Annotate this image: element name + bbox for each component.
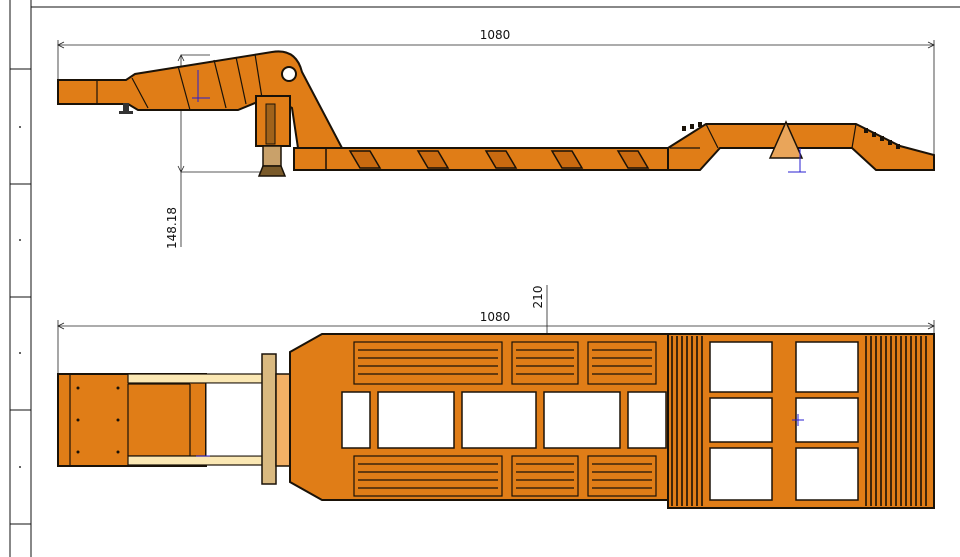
rear-axle-section — [667, 123, 935, 171]
jack-stand — [123, 103, 129, 111]
rear-ramp-slats-right — [865, 336, 927, 506]
plan-length-label: 1080 — [480, 310, 511, 324]
grating-slats — [358, 349, 652, 489]
gooseneck-details — [96, 53, 263, 111]
deck-diagonal-braces — [348, 150, 650, 169]
landing-leg — [255, 95, 291, 177]
gooseneck-plate — [57, 373, 207, 467]
side-height-label: 148.18 — [165, 207, 179, 249]
sheet-frame-ticks — [19, 126, 21, 468]
side-markers — [192, 70, 806, 173]
rear-teeth — [682, 122, 900, 149]
side-view: 1080 148.18 — [57, 28, 935, 249]
jack-stand-foot — [119, 111, 133, 114]
plan-view: 1080 210 — [57, 285, 935, 509]
side-length-label: 1080 — [480, 28, 511, 42]
kingpin-hole — [281, 66, 297, 82]
neck-rail-top — [127, 373, 279, 384]
grating-blocks-bottom — [353, 455, 657, 497]
rear-axle-details — [670, 123, 857, 149]
axle-center-bracket — [768, 120, 804, 159]
rear-ramp-slats-left — [671, 336, 703, 506]
sheet-frame — [9, 0, 960, 557]
rear-openings — [709, 341, 859, 501]
gooseneck-bolts — [76, 386, 120, 454]
neck-rail-bottom — [127, 455, 279, 466]
plan-width-label: 210 — [531, 286, 545, 309]
deck-openings — [341, 391, 667, 449]
side-length-dimension — [57, 40, 935, 155]
gooseneck-arm — [57, 50, 344, 149]
grating-blocks-top — [353, 341, 657, 385]
plan-markers — [196, 414, 804, 457]
